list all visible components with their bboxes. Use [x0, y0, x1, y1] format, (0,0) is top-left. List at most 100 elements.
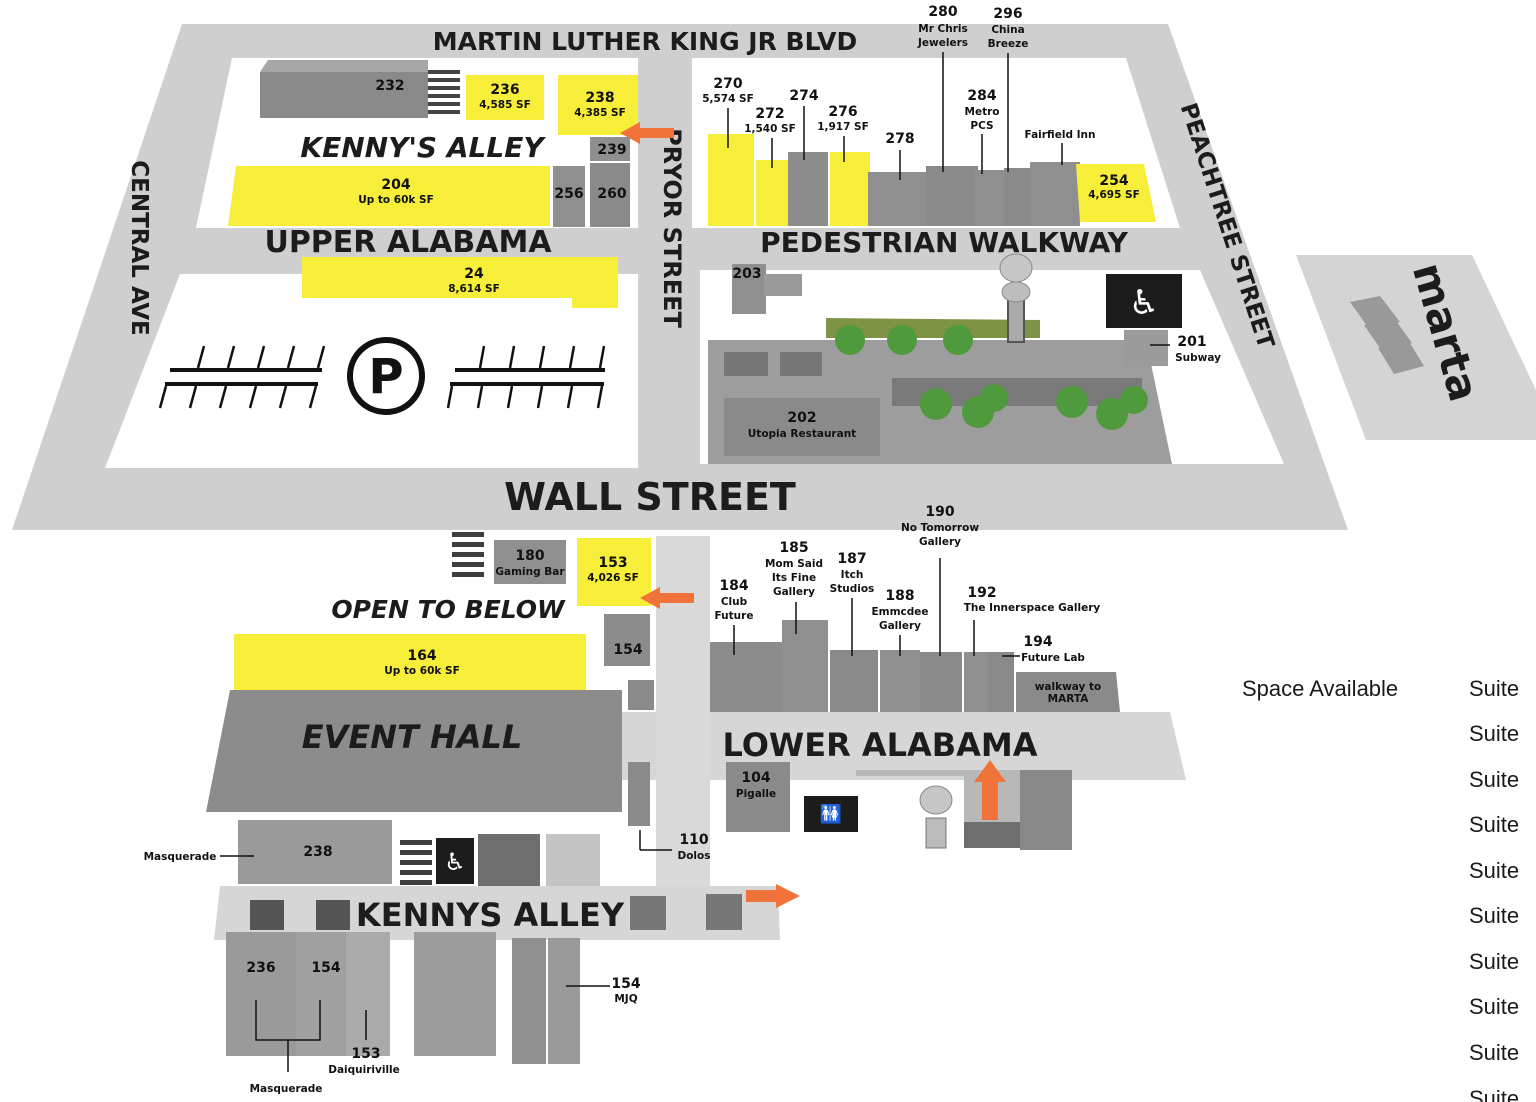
unit-153-number: 153: [598, 555, 627, 571]
tower-lower-top: [919, 785, 953, 815]
unit-274-number: 274: [789, 88, 818, 104]
legend-suite-2: Suite: [1469, 721, 1520, 746]
unit-104-block: [726, 762, 790, 832]
unit-276-size: 1,917 SF: [817, 121, 869, 133]
unit-188-block: [880, 650, 920, 712]
unit-280-name-1: Mr Chris: [918, 23, 968, 35]
unit-154-mjq-block-1: [512, 938, 546, 1064]
stairs-lower-top: [452, 532, 484, 577]
restroom-icon: 🚻: [820, 803, 842, 825]
tower-mid: [1001, 281, 1031, 303]
unit-256-number: 256: [554, 186, 583, 202]
kennys-alley-lower-label: KENNYS ALLEY: [356, 896, 625, 934]
unit-239-number: 239: [597, 142, 626, 158]
unit-194-name: Future Lab: [1021, 652, 1085, 664]
unit-180-name: Gaming Bar: [495, 566, 565, 578]
unit-190-number: 190: [925, 504, 954, 520]
event-hall-label: EVENT HALL: [302, 718, 523, 756]
unit-192-block: [964, 652, 988, 712]
unit-184-name-1: Club: [721, 596, 748, 608]
unit-187-block: [830, 650, 878, 712]
unit-180-number: 180: [515, 548, 544, 564]
unit-202-block: [724, 398, 880, 456]
unit-202-name: Utopia Restaurant: [748, 428, 856, 440]
unit-232-top: [260, 60, 428, 72]
unit-190-name-1: No Tomorrow: [901, 522, 979, 534]
parking-ticks-right: [446, 345, 606, 409]
svg-text:P: P: [368, 349, 403, 405]
legend-suite-10: Suite: [1469, 1086, 1520, 1102]
unit-276-number: 276: [828, 104, 857, 120]
unit-164-size: Up to 60k SF: [384, 665, 460, 677]
accessible-pad-lower: [436, 838, 474, 884]
unit-296-name-1: China: [991, 24, 1024, 36]
plaza-lawn: [826, 318, 1040, 338]
unit-236-available: [466, 75, 544, 120]
unit-154-lower-block: [296, 932, 354, 1056]
unit-187-number: 187: [837, 551, 866, 567]
unit-270-available: [708, 134, 754, 226]
trees: [835, 325, 1148, 430]
planters-right: [630, 894, 742, 930]
unit-190-block: [920, 652, 962, 712]
unit-192-number: 192: [967, 585, 996, 601]
parking-icon: P: [347, 337, 425, 415]
unit-284-name-2: PCS: [970, 120, 993, 132]
unit-190-name-2: Gallery: [919, 536, 961, 548]
stairs-upper: [428, 70, 460, 114]
wall-street-label: WALL STREET: [504, 475, 796, 519]
unit-104-number: 104: [741, 770, 770, 786]
unit-254-available: [1076, 164, 1156, 222]
right-block-lower: [1020, 770, 1072, 850]
unit-154-lower-number: 154: [311, 960, 340, 976]
unit-296-block: [1004, 168, 1034, 226]
unit-187-name-2: Studios: [830, 583, 875, 595]
unit-154-mjq-number: 154: [611, 976, 640, 992]
unit-236-size: 4,585 SF: [479, 99, 531, 111]
unit-280-number: 280: [928, 4, 957, 20]
lower-dark-block: [478, 834, 540, 886]
unit-284-number: 284: [967, 88, 996, 104]
masquerade-name-2: Masquerade: [250, 1083, 323, 1095]
central-ave-label: CENTRAL AVE: [126, 160, 152, 335]
lower-alabama-label: LOWER ALABAMA: [722, 726, 1037, 764]
legend-suite-5: Suite: [1469, 858, 1520, 883]
unit-24-size: 8,614 SF: [448, 283, 500, 295]
restroom-pad: [804, 796, 858, 832]
legend-suite-4: Suite: [1469, 812, 1520, 837]
mlk-blvd-label: MARTIN LUTHER KING JR BLVD: [433, 27, 857, 56]
unit-154-mjq-block-2: [548, 938, 580, 1064]
unit-238-available: [558, 75, 638, 135]
unit-110-name: Dolos: [678, 850, 711, 862]
unit-185-name-1: Mom Said: [765, 558, 823, 570]
accessible-icon-upper: ♿: [1129, 283, 1159, 323]
unit-260-block: [590, 163, 630, 227]
unit-201-number: 201: [1177, 334, 1206, 350]
fairfield-inn-block: [1030, 162, 1080, 226]
unit-192-name: The Innerspace Gallery: [964, 602, 1101, 614]
planters-left: [250, 900, 350, 930]
parking-ticks-left: [158, 345, 326, 409]
open-to-below-label: OPEN TO BELOW: [331, 595, 566, 624]
unit-201-name: Subway: [1175, 352, 1221, 364]
unit-272-available: [756, 160, 790, 226]
bench-1: [724, 352, 768, 376]
unit-184-number: 184: [719, 578, 748, 594]
space-available-legend: Space Available Suite Suite Suite Suite …: [1242, 676, 1536, 1102]
unit-260-number: 260: [597, 186, 626, 202]
legend-suite-7: Suite: [1469, 949, 1520, 974]
unit-154-number: 154: [613, 642, 642, 658]
walkway-to-marta-block: [1016, 672, 1120, 712]
unit-184-block: [710, 642, 782, 712]
arrow-238: [620, 122, 674, 144]
accessible-pad-upper: [1106, 274, 1182, 328]
unit-201-block: [1124, 330, 1168, 366]
arrow-up: [974, 760, 1006, 820]
unit-164-available: [234, 634, 586, 690]
unit-185-name-3: Gallery: [773, 586, 815, 598]
unit-272-number: 272: [755, 106, 784, 122]
legend-suite-6: Suite: [1469, 903, 1520, 928]
unit-24-available: [302, 257, 618, 308]
unit-153-size: 4,026 SF: [587, 572, 639, 584]
